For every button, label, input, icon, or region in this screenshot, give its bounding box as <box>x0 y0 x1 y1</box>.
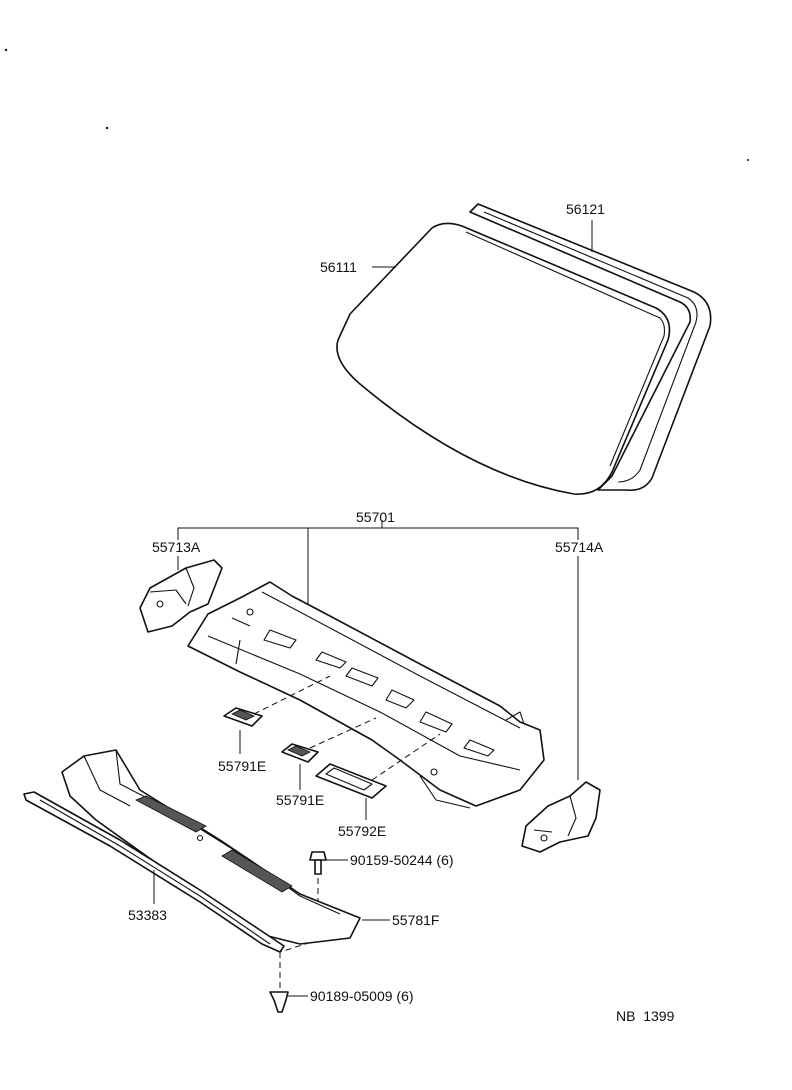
seal-55791E-upper <box>223 707 263 727</box>
guide-line <box>371 733 441 781</box>
speck <box>105 126 109 130</box>
guide-line <box>253 675 331 715</box>
windshield-glass <box>336 222 671 495</box>
cowl-top-panel <box>187 581 545 809</box>
label-56121: 56121 <box>566 201 605 217</box>
label-55781F: 55781F <box>392 912 439 928</box>
cowl-louver <box>61 749 361 945</box>
label-53383: 53383 <box>128 907 167 923</box>
label-55701: 55701 <box>356 509 395 525</box>
windshield-molding <box>469 203 712 492</box>
label-56111: 56111 <box>320 259 357 275</box>
speck <box>4 48 8 52</box>
label-55791E-2: 55791E <box>276 792 324 808</box>
clip-icon <box>269 991 308 1013</box>
page-code: NB 1399 <box>616 1008 675 1024</box>
label-90189: 90189-05009 (6) <box>310 988 414 1004</box>
cowl-side-panel-left <box>139 559 223 633</box>
guide-line <box>309 717 377 749</box>
seal-55791E-lower <box>281 743 319 763</box>
label-55714A: 55714A <box>555 539 604 555</box>
speck <box>747 159 749 161</box>
cowl-side-panel-right <box>521 781 601 853</box>
leader-55701 <box>177 520 579 780</box>
label-55713A: 55713A <box>152 539 201 555</box>
label-90159: 90159-50244 (6) <box>350 852 454 868</box>
seal-55792E <box>315 763 387 799</box>
label-55791E-1: 55791E <box>218 758 266 774</box>
bolt-icon <box>309 851 348 875</box>
label-55792E: 55792E <box>338 823 386 839</box>
